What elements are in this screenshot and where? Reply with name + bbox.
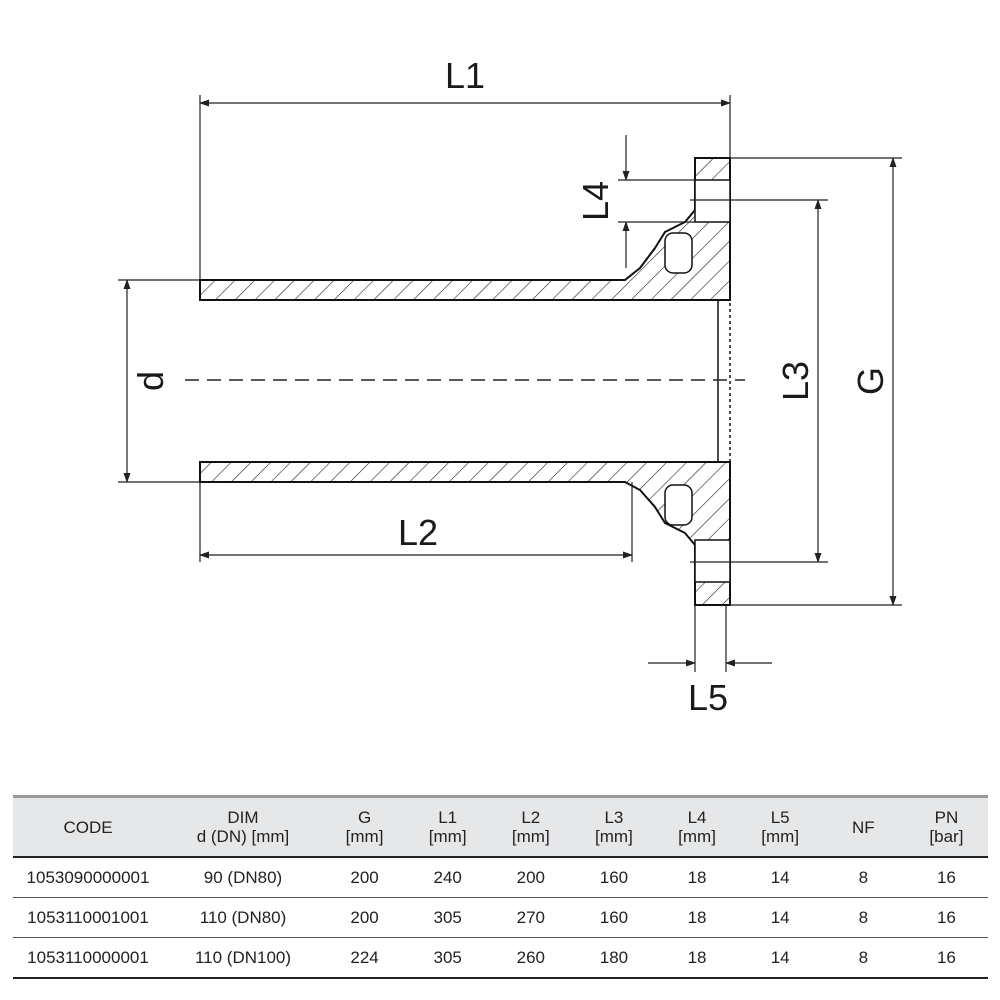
bolt-hole-upper: [694, 179, 731, 223]
cell-nf: 8: [858, 907, 869, 927]
cell-g: 200: [350, 867, 379, 887]
seal-groove-lower: [664, 484, 693, 526]
header-l3: L3[mm]: [595, 808, 633, 846]
l5-label: L5: [688, 677, 728, 718]
cell-g: 224: [350, 947, 379, 967]
flange-lower-section: [199, 461, 731, 606]
cell-l3: 160: [599, 907, 629, 927]
d-label: d: [130, 371, 171, 391]
cell-l4: 18: [687, 947, 707, 967]
cell-g: 200: [350, 907, 379, 927]
cell-code: 1053110001001: [27, 907, 149, 927]
table-row: 1053110001001 110 (DN80) 200 305 270 160…: [13, 898, 988, 938]
l1-label: L1: [445, 55, 485, 96]
cell-pn: 16: [936, 867, 956, 887]
l4-label: L4: [575, 181, 616, 221]
seal-groove-upper: [664, 232, 693, 274]
cell-code: 1053090000001: [26, 867, 150, 887]
cell-nf: 8: [858, 867, 869, 887]
header-nf: NF: [851, 817, 875, 837]
flange-upper-section: [199, 157, 731, 301]
cell-dim: 110 (DN80): [199, 907, 287, 927]
header-l2: L2[mm]: [511, 808, 550, 846]
cell-pn: 16: [936, 907, 956, 927]
table-row: 1053110000001 110 (DN100) 224 305 260 18…: [13, 938, 988, 978]
header-l1: L1[mm]: [428, 808, 467, 846]
cell-l5: 14: [770, 907, 790, 927]
cell-l1: 305: [433, 947, 462, 967]
header-code: CODE: [63, 817, 113, 837]
l2-label: L2: [398, 512, 438, 553]
cell-pn: 16: [936, 947, 956, 967]
table-row: 1053090000001 90 (DN80) 200 240 200 160 …: [13, 857, 988, 898]
cell-l2: 200: [516, 867, 545, 887]
cell-l1: 240: [433, 867, 462, 887]
header-g: G[mm]: [345, 808, 384, 846]
cell-l4: 18: [687, 907, 707, 927]
header-l4: L4[mm]: [678, 808, 716, 846]
cell-l4: 18: [687, 867, 707, 887]
cell-dim: 90 (DN80): [203, 867, 283, 887]
header-pn: PN[bar]: [929, 808, 964, 846]
cell-l3: 180: [599, 947, 629, 967]
l3-label: L3: [775, 361, 816, 401]
header-l5: L5[mm]: [761, 808, 800, 846]
cell-dim: 110 (DN100): [194, 947, 292, 967]
bolt-hole-lower: [694, 539, 731, 583]
cell-code: 1053110000001: [27, 947, 149, 967]
cell-l2: 270: [516, 907, 545, 927]
cell-l1: 305: [433, 907, 462, 927]
cell-l3: 160: [599, 867, 629, 887]
cell-nf: 8: [858, 947, 869, 967]
cell-l5: 14: [770, 947, 790, 967]
cell-l5: 14: [770, 867, 790, 887]
cell-l2: 260: [516, 947, 545, 967]
g-label: G: [850, 367, 891, 395]
technical-drawing: L1 L2 L3 L4 L5 G d: [118, 55, 902, 718]
